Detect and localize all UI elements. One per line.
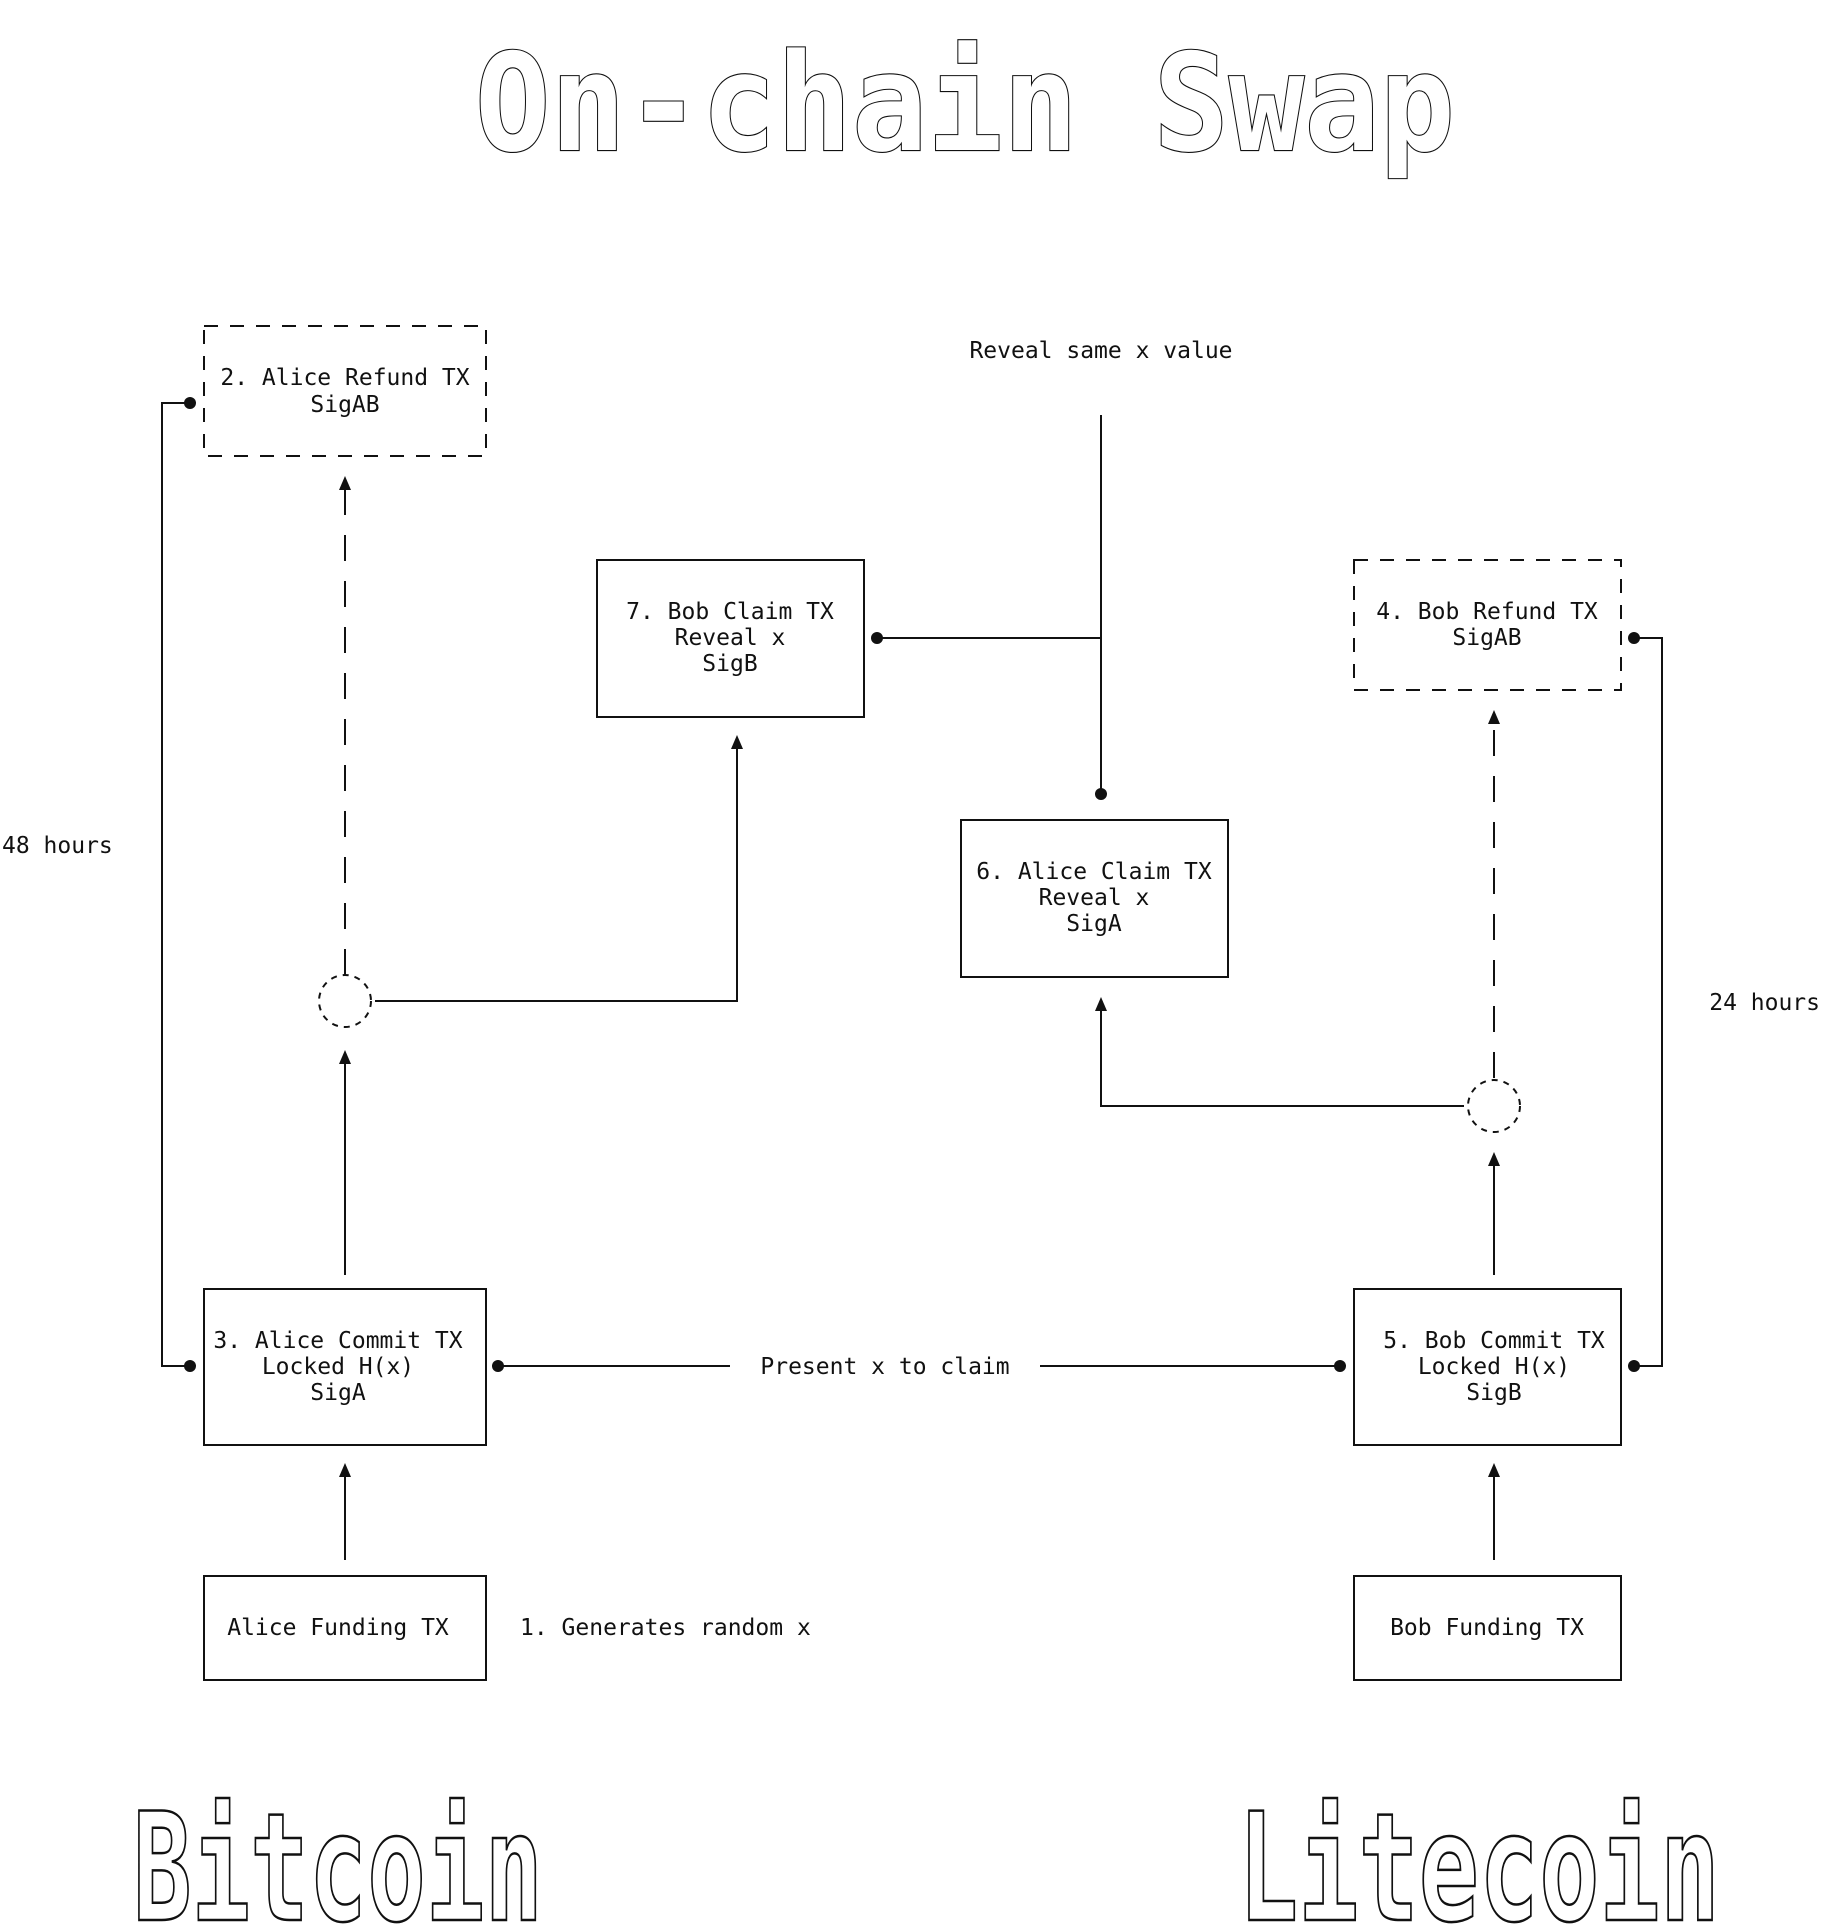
alice-claim-line-1: 6. Alice Claim TX xyxy=(976,859,1212,885)
alice-claim-line-3: SigA xyxy=(1066,911,1122,937)
dot-alice-refund-timeout xyxy=(184,397,196,409)
label-generates-x: 1. Generates random x xyxy=(520,1615,811,1641)
edge-24h-timeout xyxy=(1634,637,1663,1367)
dot-bob-refund-timeout xyxy=(1628,632,1640,644)
alice-refund-box xyxy=(203,325,487,457)
node-bob-refund: 4. Bob Refund TX SigAB xyxy=(1353,559,1622,691)
alice-commit-line-1: 3. Alice Commit TX xyxy=(213,1328,462,1354)
edge-bob-decision-to-alice-claim xyxy=(1100,1010,1464,1107)
arrowhead-bob-decision xyxy=(1488,1152,1500,1166)
dot-bob-claim-reveal xyxy=(871,632,883,644)
alice-decision-node xyxy=(318,974,372,1028)
bob-refund-line-2: SigAB xyxy=(1452,625,1521,651)
alice-claim-box xyxy=(960,819,1229,978)
alice-commit-line-3: SigA xyxy=(310,1380,366,1406)
alice-refund-line-1: 2. Alice Refund TX xyxy=(220,365,469,391)
bob-claim-line-2: Reveal x xyxy=(675,625,786,651)
node-bob-funding: Bob Funding TX xyxy=(1353,1575,1622,1681)
arrowhead-bob-claim xyxy=(731,735,743,749)
arrowhead-alice-commit xyxy=(339,1463,351,1477)
arrowhead-bob-commit xyxy=(1488,1463,1500,1477)
chain-label-litecoin: Litecoin xyxy=(1238,1782,1720,1926)
node-bob-commit: 5. Bob Commit TX Locked H(x) SigB xyxy=(1353,1288,1622,1446)
label-24-hours: 24 hours xyxy=(1709,990,1820,1016)
bob-commit-line-3: SigB xyxy=(1466,1380,1521,1406)
alice-funding-line-1: Alice Funding TX xyxy=(227,1615,449,1641)
arrowhead-alice-refund xyxy=(339,476,351,490)
bob-funding-box xyxy=(1353,1575,1622,1681)
alice-commit-box xyxy=(203,1288,487,1446)
bob-claim-line-3: SigB xyxy=(702,651,757,677)
node-alice-refund: 2. Alice Refund TX SigAB xyxy=(203,325,487,457)
dot-alice-commit-timeout xyxy=(184,1360,196,1372)
label-48-hours: 48 hours xyxy=(2,833,113,859)
chain-label-bitcoin: Bitcoin xyxy=(133,1782,543,1926)
arrowhead-alice-claim xyxy=(1095,997,1107,1011)
dot-alice-commit-present xyxy=(492,1360,504,1372)
bob-commit-box xyxy=(1353,1288,1622,1446)
connectors xyxy=(161,397,1663,1560)
node-bob-claim: 7. Bob Claim TX Reveal x SigB xyxy=(596,559,865,718)
label-reveal-same-x: Reveal same x value xyxy=(969,338,1232,364)
bob-claim-box xyxy=(596,559,865,718)
node-alice-funding: Alice Funding TX xyxy=(203,1575,487,1681)
arrowhead-alice-decision xyxy=(339,1050,351,1064)
bob-refund-line-1: 4. Bob Refund TX xyxy=(1376,599,1598,625)
edge-alice-decision-to-bob-claim xyxy=(375,748,738,1002)
bob-funding-line-1: Bob Funding TX xyxy=(1390,1615,1584,1641)
label-present-x: Present x to claim xyxy=(760,1354,1009,1380)
alice-claim-line-2: Reveal x xyxy=(1039,885,1150,911)
arrowhead-bob-refund xyxy=(1488,710,1500,724)
alice-refund-line-2: SigAB xyxy=(310,392,379,418)
node-alice-claim: 6. Alice Claim TX Reveal x SigA xyxy=(960,819,1229,978)
bob-commit-line-1: 5. Bob Commit TX xyxy=(1383,1328,1605,1354)
node-alice-commit: 3. Alice Commit TX Locked H(x) SigA xyxy=(203,1288,487,1446)
dot-bob-commit-timeout xyxy=(1628,1360,1640,1372)
edge-48h-timeout xyxy=(161,402,190,1367)
dot-alice-claim-reveal xyxy=(1095,788,1107,800)
alice-funding-box xyxy=(203,1575,487,1681)
bob-commit-line-2: Locked H(x) xyxy=(1418,1354,1570,1380)
bob-refund-box xyxy=(1353,559,1622,691)
alice-commit-line-2: Locked H(x) xyxy=(262,1354,414,1380)
bob-decision-node xyxy=(1467,1079,1521,1133)
bob-claim-line-1: 7. Bob Claim TX xyxy=(626,599,834,625)
diagram-title: On-chain Swap xyxy=(475,25,1455,182)
dot-bob-commit-present xyxy=(1334,1360,1346,1372)
